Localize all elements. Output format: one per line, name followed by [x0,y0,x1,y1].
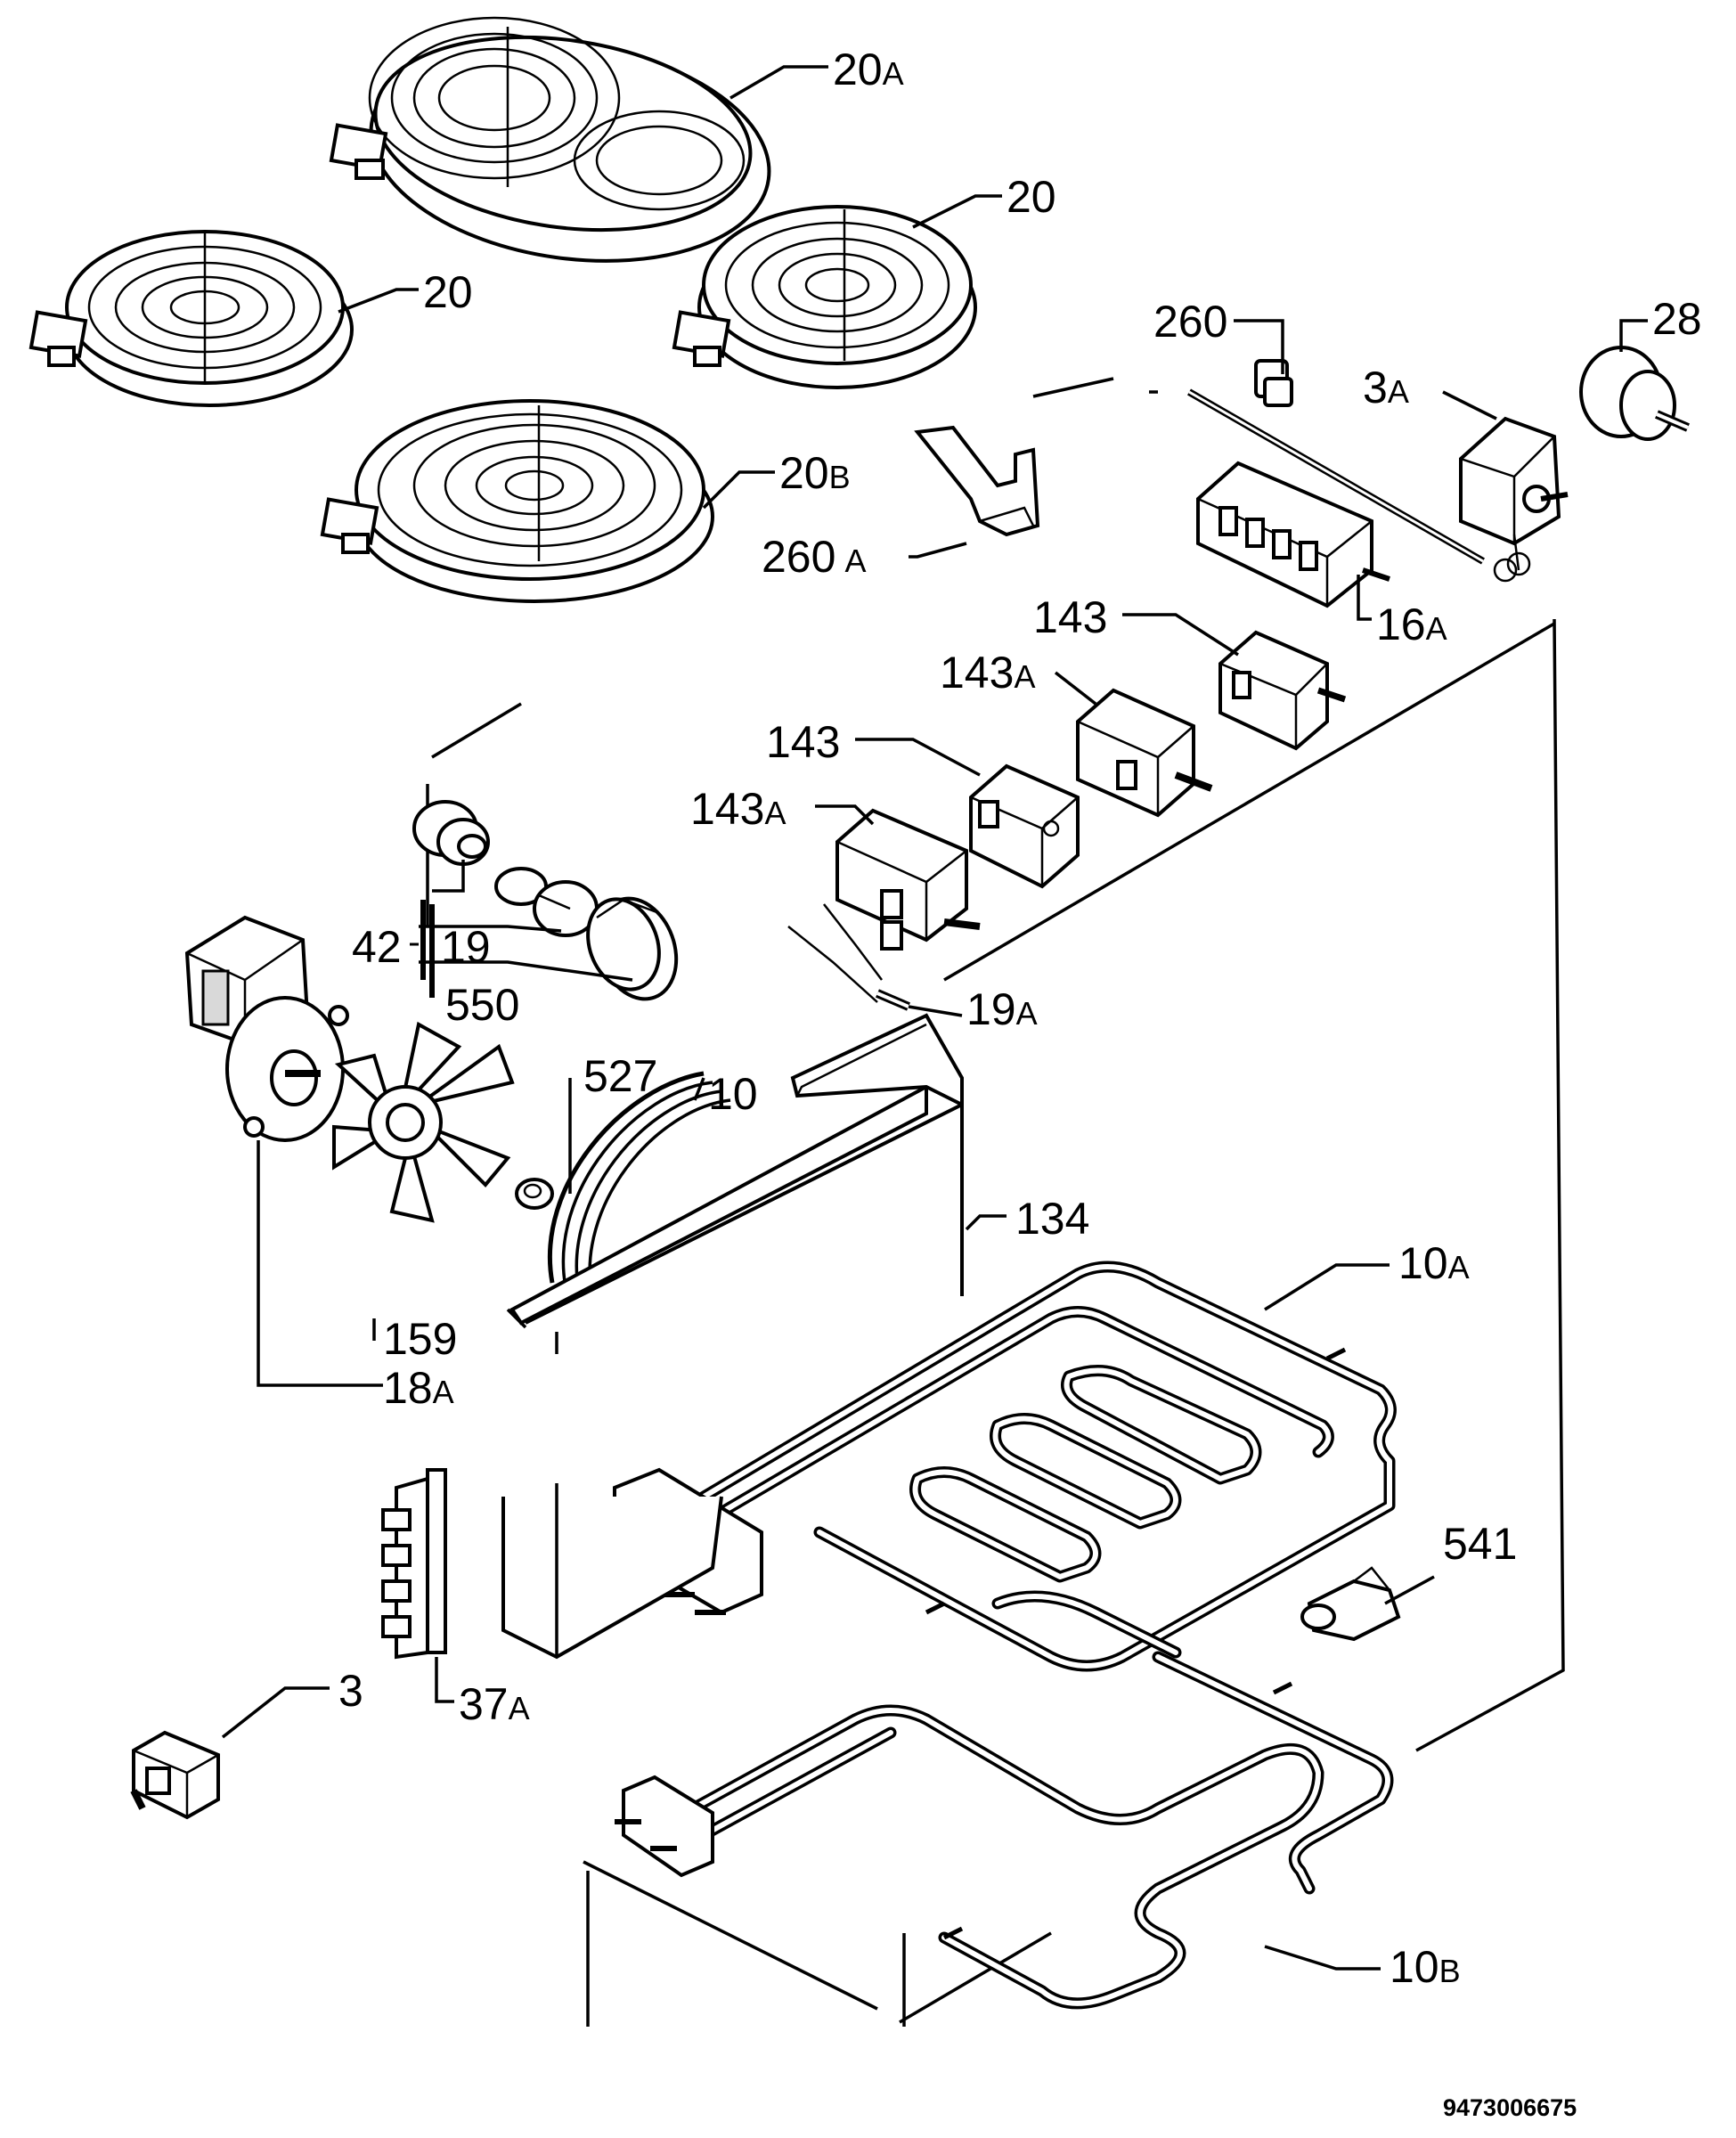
lamp-cover-550 [586,896,679,1001]
cabinet-outline [426,377,1565,2027]
label-20B: 20B [779,448,851,498]
hotplate-20B [320,399,714,603]
thermostat-capillary-rod [1187,388,1531,583]
switch-3 [130,1730,220,1820]
fan-motor-18A [184,915,349,1142]
label-550: 550 [445,980,519,1030]
label-143A-upper: 143A [940,648,1035,698]
label-541: 541 [1443,1519,1517,1569]
bottom-element-10B [615,1651,1394,2010]
hotplate-20-right [672,205,977,389]
label-19A: 19A [966,984,1038,1034]
hotplate-oval-20A [329,16,771,263]
label-19: 19 [441,922,491,972]
label-42: 42 [352,922,402,972]
label-3A: 3A [1363,363,1409,412]
leader-lines [221,65,1648,1971]
fan-blade-159 [332,1021,515,1223]
sensor-19A [787,903,910,1011]
lamp-holder-541 [1300,1566,1401,1642]
label-18A: 18A [383,1363,454,1413]
label-134: 134 [1015,1194,1089,1244]
label-20-right: 20 [1007,172,1056,222]
label-37A: 37A [459,1679,530,1729]
label-28: 28 [1652,294,1702,344]
energy-regulator-143A-upper [1076,688,1213,818]
label-3: 3 [338,1666,363,1716]
label-143A-lower: 143A [690,784,786,834]
nut-527 [515,1178,554,1210]
label-159: 159 [383,1314,457,1364]
label-143-lower: 143 [766,717,840,767]
label-260: 260 [1153,297,1227,347]
terminal-block-37A [381,1468,447,1660]
oven-back-panel [501,1483,723,1660]
drawing-code: 9473006675 [1443,2094,1577,2121]
grill-element-10A [597,1261,1397,1672]
lamp-holder-42 [412,800,490,866]
energy-regulator-143A-lower [835,808,981,951]
energy-regulator-143-upper [1218,630,1347,751]
label-20A: 20A [833,45,904,94]
knob-28 [1579,346,1690,441]
label-10: 10 [708,1069,758,1119]
thermostat-3A [1459,416,1569,571]
lamp-bulb-19 [494,867,599,937]
bracket-260A [914,425,1040,537]
label-20-left: 20 [423,267,473,317]
group-bracket-42 [410,900,435,998]
energy-regulator-143-lower [969,763,1080,889]
fan-cover-134 [506,1013,964,1354]
label-527: 527 [583,1051,657,1101]
label-10B: 10B [1390,1942,1461,1992]
clip-260 [1254,359,1293,407]
hotplate-20-left [29,230,354,407]
circular-element-10 [548,1071,731,1297]
label-10A: 10A [1398,1238,1470,1288]
label-143-upper: 143 [1033,592,1107,642]
label-16A: 16A [1376,600,1447,649]
selector-switch-16A [1196,461,1390,608]
